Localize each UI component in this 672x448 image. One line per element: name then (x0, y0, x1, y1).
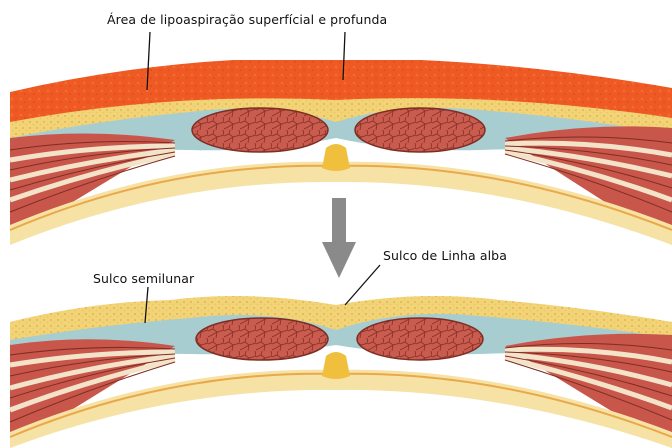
linea-alba (322, 144, 350, 171)
liposuction-area-label: Área de lipoaspiração superfícial e prof… (107, 12, 387, 27)
leader-line-linha-alba (345, 265, 380, 305)
rectus-muscle-right (355, 108, 485, 152)
semilunar-groove-label: Sulco semilunar (93, 271, 194, 286)
rectus-muscle-right-after (357, 318, 483, 360)
linea-alba-groove-label: Sulco de Linha alba (383, 248, 507, 263)
down-arrow-icon (322, 198, 356, 278)
section-after (10, 296, 672, 448)
linea-alba-after (322, 352, 350, 379)
rectus-muscle-left-after (196, 318, 328, 360)
rectus-muscle-left (192, 108, 328, 152)
